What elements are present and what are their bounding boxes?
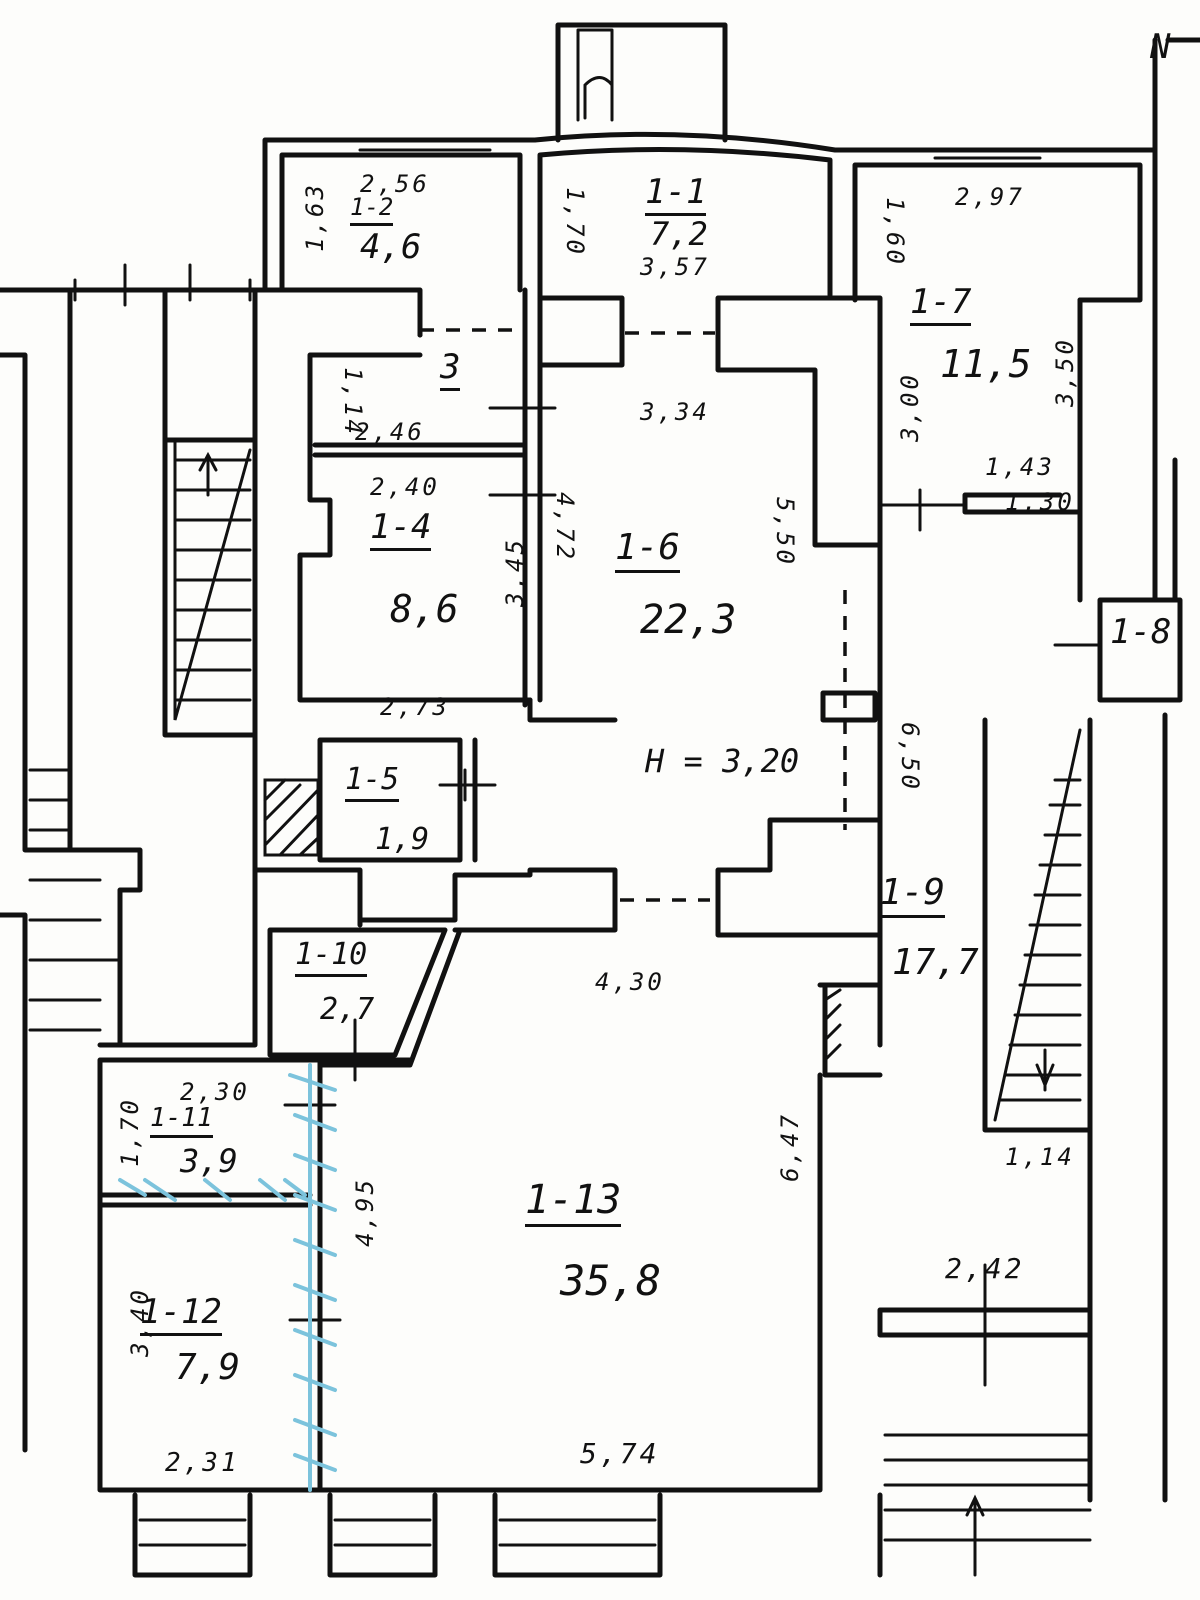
room-1-6-dim-side: 4,72 bbox=[550, 492, 579, 562]
room-1-9-dim-side: 6,50 bbox=[895, 722, 924, 792]
room-1-9-dim-b: 1,30 bbox=[1005, 488, 1075, 516]
room-1-11-dim-side: 1,70 bbox=[115, 1097, 144, 1167]
entrance-block bbox=[555, 22, 728, 143]
room-1-13-id: 1-13 bbox=[525, 1180, 622, 1227]
rooms-3-4-walls bbox=[297, 287, 618, 723]
left-structure bbox=[0, 263, 423, 1453]
room-1-11-area: 3,9 bbox=[180, 1142, 238, 1180]
room-1-5-area: 1,9 bbox=[375, 822, 430, 857]
room-1-13-area: 35,8 bbox=[560, 1256, 662, 1305]
room-1-13-dim-top: 4,30 bbox=[595, 968, 665, 996]
room-1-9-id: 1-9 bbox=[880, 875, 946, 918]
room-1-7-dim-side3: 3,50 bbox=[1050, 337, 1079, 407]
room-1-7-id: 1-7 bbox=[910, 285, 972, 326]
room-1-7-dim-side: 1,60 bbox=[880, 197, 909, 267]
room-1-2-area: 4,6 bbox=[360, 227, 422, 267]
room-1-4-id: 1-4 bbox=[370, 510, 432, 551]
room-3-dim-bottom: 2,46 bbox=[355, 418, 425, 446]
ceiling-height: H = 3,20 bbox=[645, 742, 800, 780]
room-1-4-area: 8,6 bbox=[390, 587, 459, 631]
room-1-6-dim-side2: 5,50 bbox=[770, 497, 799, 567]
room-1-12-dim-bottom: 2,31 bbox=[165, 1448, 240, 1478]
room-1-7-area: 11,5 bbox=[940, 342, 1032, 386]
room-1-9-dim-a: 1,43 bbox=[985, 453, 1055, 481]
room-1-7-dim-top: 2,97 bbox=[955, 183, 1025, 211]
room-1-6-id: 1-6 bbox=[615, 530, 681, 573]
room-1-4-dim-top: 2,40 bbox=[370, 473, 440, 501]
room-1-13-dim-side2: 4,95 bbox=[350, 1177, 379, 1247]
room-3-id: 3 bbox=[440, 350, 461, 391]
room-1-1-id: 1-1 bbox=[645, 175, 707, 216]
room-1-10-id: 1-10 bbox=[295, 940, 368, 977]
room-7-walls bbox=[878, 37, 1200, 1503]
corner-mark: N bbox=[1150, 27, 1171, 67]
rooms-11-13-walls bbox=[97, 1057, 823, 1493]
room-1-6-dim-top: 3,34 bbox=[640, 398, 710, 426]
room-1-2-dim-side: 1,63 bbox=[300, 182, 329, 252]
room-1-9-area: 17,7 bbox=[892, 942, 979, 983]
room-1-11-id: 1-11 bbox=[150, 1105, 213, 1138]
room-1-4-dim-side: 3,45 bbox=[500, 537, 529, 607]
room-10-walls bbox=[267, 927, 463, 1082]
room-1-8-id: 1-8 bbox=[1110, 612, 1172, 652]
top-walls bbox=[262, 131, 1158, 303]
room-1-7-dim-side2: 3,00 bbox=[895, 372, 924, 442]
room-1-12-area: 7,9 bbox=[175, 1347, 241, 1388]
corridor-width-dim: 2,42 bbox=[945, 1252, 1025, 1285]
room-1-2-id: 1-2 bbox=[350, 195, 394, 226]
room-1-6-area: 22,3 bbox=[640, 597, 737, 643]
room-5-walls bbox=[263, 737, 497, 863]
room-1-12-id: 1-12 bbox=[140, 1295, 222, 1336]
room-1-13-dim-side: 6,47 bbox=[775, 1112, 804, 1182]
stair-right-dim: 1,14 bbox=[1005, 1143, 1075, 1171]
room-1-10-area: 2,7 bbox=[320, 992, 375, 1027]
room-1-5-id: 1-5 bbox=[345, 765, 400, 802]
room-9-walls bbox=[252, 817, 883, 1078]
room-6-walls bbox=[537, 295, 883, 1048]
room-1-1-dim-side: 1,70 bbox=[560, 187, 589, 257]
room-1-11-dim-top: 2,30 bbox=[180, 1078, 250, 1106]
room-1-4-dim-bottom: 2,73 bbox=[380, 693, 450, 721]
room-1-1-dim-bottom: 3,57 bbox=[640, 253, 710, 281]
room-1-2-dim-top: 2,56 bbox=[360, 170, 430, 198]
room-1-13-dim-bottom: 5,74 bbox=[580, 1437, 660, 1470]
room-1-1-area: 7,2 bbox=[650, 215, 708, 253]
bottom-windows bbox=[132, 1263, 1093, 1578]
